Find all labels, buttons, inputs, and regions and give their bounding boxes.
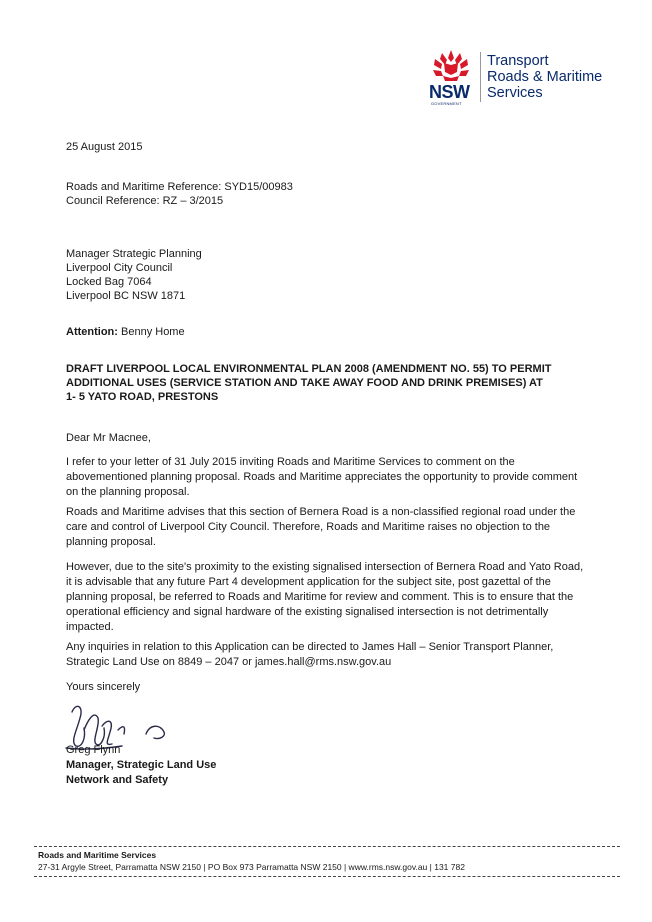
- signatory-name: Greg Flynn: [66, 744, 121, 756]
- waratah-icon: [433, 50, 469, 81]
- paragraph-3: However, due to the site's proximity to …: [66, 561, 584, 633]
- footer-org: Roads and Maritime Services: [38, 850, 157, 860]
- agency-line-2: Roads & Maritime: [487, 69, 603, 85]
- attention-name: Benny Home: [121, 326, 185, 338]
- closing: Yours sincerely: [66, 681, 141, 693]
- attention-label: Attention:: [66, 326, 118, 338]
- government-wordmark: GOVERNMENT: [431, 101, 462, 106]
- paragraph-2: Roads and Maritime advises that this sec…: [66, 506, 576, 548]
- agency-line-3: Services: [487, 85, 543, 101]
- footer-details: 27-31 Argyle Street, Parramatta NSW 2150…: [38, 862, 465, 872]
- nsw-wordmark: NSW: [429, 82, 470, 102]
- signatory-title-1: Manager, Strategic Land Use: [66, 759, 217, 771]
- footer-divider-top: [34, 846, 620, 847]
- address-line-2: Liverpool City Council: [66, 262, 173, 274]
- address-line-4: Liverpool BC NSW 1871: [66, 290, 186, 302]
- salutation: Dear Mr Macnee,: [66, 432, 151, 444]
- attention-line: Attention: Benny Home: [66, 325, 185, 340]
- agency-line-1: Transport: [487, 53, 549, 69]
- address-line-1: Manager Strategic Planning: [66, 248, 202, 260]
- signatory-block: Greg Flynn Manager, Strategic Land Use N…: [66, 743, 216, 788]
- letter-date: 25 August 2015: [66, 141, 143, 153]
- subject-line-1: DRAFT LIVERPOOL LOCAL ENVIRONMENTAL PLAN…: [66, 363, 552, 375]
- agency-name: Transport Roads & Maritime Services: [487, 53, 602, 101]
- logo-divider: [480, 52, 481, 102]
- subject-line-2: ADDITIONAL USES (SERVICE STATION AND TAK…: [66, 377, 543, 389]
- signature-image: [65, 705, 166, 750]
- signatory-title-2: Network and Safety: [66, 774, 169, 786]
- address-line-3: Locked Bag 7064: [66, 276, 152, 288]
- rm-reference: Roads and Maritime Reference: SYD15/0098…: [66, 181, 293, 193]
- rms-logo: NSW GOVERNMENT Transport Roads & Maritim…: [425, 48, 625, 108]
- paragraph-4: Any inquiries in relation to this Applic…: [66, 641, 554, 668]
- footer-divider-bottom: [34, 876, 620, 877]
- subject-line-3: 1- 5 YATO ROAD, PRESTONS: [66, 391, 219, 403]
- paragraph-1: I refer to your letter of 31 July 2015 i…: [66, 456, 578, 498]
- council-reference: Council Reference: RZ – 3/2015: [66, 195, 224, 207]
